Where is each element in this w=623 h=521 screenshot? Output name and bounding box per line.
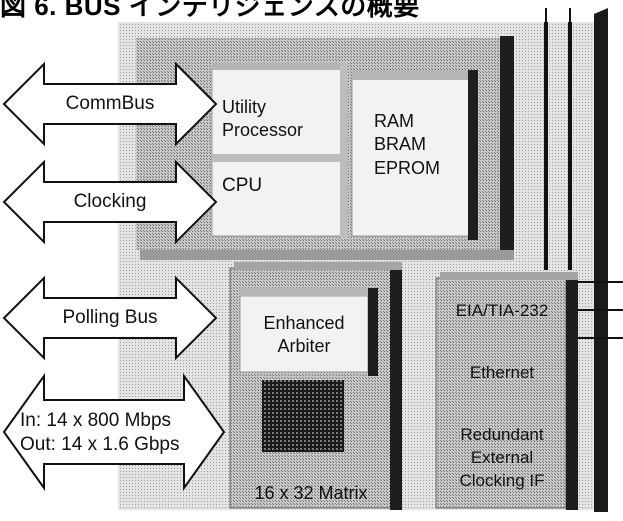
cpu-label: CPU [222, 175, 263, 196]
commbus-label: CommBus [65, 93, 155, 114]
polling-bus-arrow [2, 275, 218, 361]
ram-label: RAM [374, 111, 414, 131]
commbus-arrow [2, 61, 218, 147]
matrix-grid [262, 380, 344, 452]
io-out-label: Out: 14 x 1.6 Gbps [20, 434, 180, 455]
polling-bus-label: Polling Bus [62, 307, 158, 328]
io-panel [435, 272, 578, 510]
figure-title: 図 6. BUS インテリジェンスの概要 [0, 0, 420, 21]
eprom-label: EPROM [374, 157, 441, 178]
enhanced-arbiter-label: Enhanced Arbiter [263, 313, 345, 356]
matrix-label: 16 x 32 Matrix [254, 483, 368, 503]
clocking-arrow [2, 159, 218, 245]
arbiter-block [239, 288, 378, 376]
redundant-clocking-label: Redundant External Clocking IF [459, 425, 545, 490]
memory-block [351, 70, 478, 240]
utility-cpu-block [211, 62, 348, 238]
io-in-label: In: 14 x 800 Mbps [20, 410, 172, 431]
bram-label: BRAM [374, 134, 427, 155]
io-arrow [2, 372, 226, 492]
ethernet-label: Ethernet [469, 363, 535, 382]
clocking-label: Clocking [73, 191, 147, 212]
utility-processor-label: Utility Processor [222, 97, 304, 140]
memory-list: RAM BRAM EPROM [374, 110, 440, 180]
eia-tia-232-label: EIA/TIA-232 [455, 301, 549, 320]
